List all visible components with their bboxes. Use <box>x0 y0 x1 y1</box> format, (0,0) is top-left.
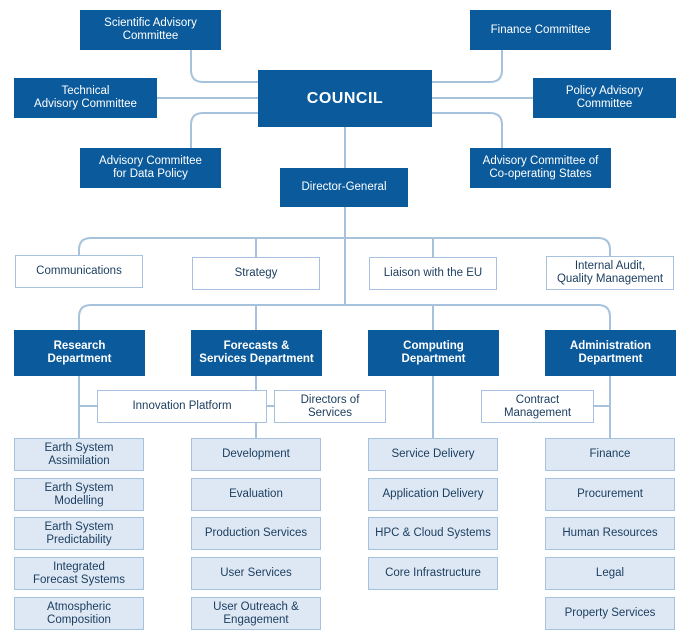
computing-department: Computing Department <box>368 330 499 376</box>
innovation-platform-box: Innovation Platform <box>97 390 267 423</box>
strategy-box: Strategy <box>192 257 320 290</box>
forecasts-services-department: Forecasts & Services Department <box>191 330 322 376</box>
contract-management-box: Contract Management <box>481 390 594 423</box>
administration-unit: Legal <box>545 557 675 590</box>
forecasts-unit: User Outreach & Engagement <box>191 597 321 630</box>
finance-committee: Finance Committee <box>470 10 611 50</box>
technical-advisory-committee: Technical Advisory Committee <box>14 78 157 118</box>
directors-of-services-box: Directors of Services <box>274 390 386 423</box>
administration-unit: Procurement <box>545 478 675 511</box>
council-box: COUNCIL <box>258 70 432 127</box>
data-policy-committee: Advisory Committee for Data Policy <box>80 148 221 188</box>
internal-audit-box: Internal Audit, Quality Management <box>546 256 674 290</box>
research-unit: Earth System Predictability <box>14 517 144 550</box>
research-unit: Atmospheric Composition <box>14 597 144 630</box>
scientific-advisory-committee: Scientific Advisory Committee <box>80 10 221 50</box>
computing-unit: HPC & Cloud Systems <box>368 517 498 550</box>
research-department: Research Department <box>14 330 145 376</box>
communications-box: Communications <box>15 255 143 288</box>
forecasts-unit: Evaluation <box>191 478 321 511</box>
director-general-box: Director-General <box>280 168 408 207</box>
research-unit: Integrated Forecast Systems <box>14 557 144 590</box>
forecasts-unit: Production Services <box>191 517 321 550</box>
administration-unit: Human Resources <box>545 517 675 550</box>
forecasts-unit: Development <box>191 438 321 471</box>
administration-department: Administration Department <box>545 330 676 376</box>
computing-unit: Service Delivery <box>368 438 498 471</box>
research-unit: Earth System Assimilation <box>14 438 144 471</box>
administration-unit: Finance <box>545 438 675 471</box>
cooperating-states-committee: Advisory Committee of Co-operating State… <box>470 148 611 188</box>
policy-advisory-committee: Policy Advisory Committee <box>533 78 676 118</box>
computing-unit: Core Infrastructure <box>368 557 498 590</box>
liaison-eu-box: Liaison with the EU <box>369 257 497 290</box>
computing-unit: Application Delivery <box>368 478 498 511</box>
research-unit: Earth System Modelling <box>14 478 144 511</box>
administration-unit: Property Services <box>545 597 675 630</box>
forecasts-unit: User Services <box>191 557 321 590</box>
